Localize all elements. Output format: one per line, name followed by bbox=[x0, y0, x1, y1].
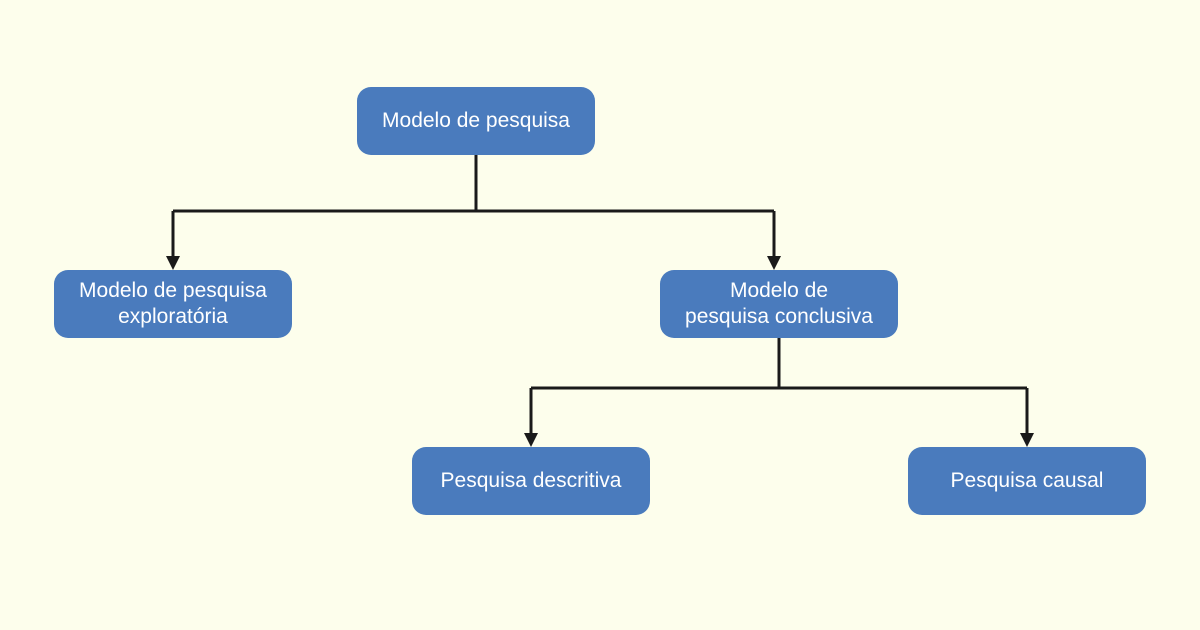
node-pesquisa-descritiva: Pesquisa descritiva bbox=[412, 447, 650, 515]
node-modelo-de-pesquisa: Modelo de pesquisa bbox=[357, 87, 595, 155]
arrowhead-descriptive bbox=[524, 433, 538, 447]
node-pesquisa-causal: Pesquisa causal bbox=[908, 447, 1146, 515]
node-label-root: Modelo de pesquisa bbox=[382, 109, 570, 132]
node-label-causal: Pesquisa causal bbox=[950, 469, 1104, 492]
node-label-exploratory: Modelo de pesquisa exploratória bbox=[79, 279, 267, 328]
node-modelo-exploratorio: Modelo de pesquisa exploratória bbox=[54, 270, 292, 338]
arrowhead-exploratory bbox=[166, 256, 180, 270]
arrowhead-conclusive bbox=[767, 256, 781, 270]
node-label-descriptive: Pesquisa descritiva bbox=[440, 469, 622, 492]
arrowhead-causal bbox=[1020, 433, 1034, 447]
node-modelo-conclusivo: Modelo de pesquisa conclusiva bbox=[660, 270, 898, 338]
node-label-conclusive: Modelo de pesquisa conclusiva bbox=[685, 279, 873, 328]
